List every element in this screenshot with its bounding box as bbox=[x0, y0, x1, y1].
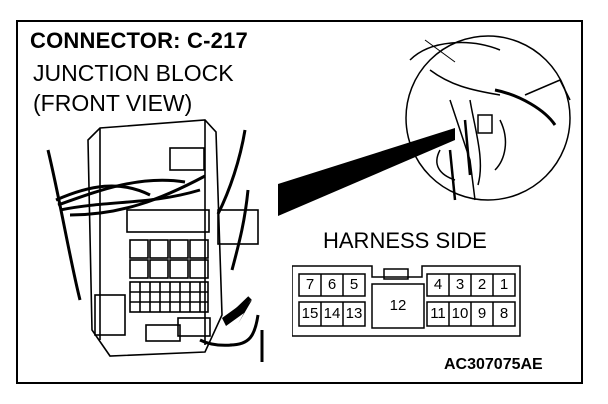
connector-title: CONNECTOR: C-217 bbox=[30, 28, 248, 53]
pin-7: 7 bbox=[305, 276, 315, 293]
pin-13: 13 bbox=[345, 305, 363, 322]
pin-2: 2 bbox=[477, 276, 487, 293]
pin-8: 8 bbox=[499, 305, 509, 322]
subtitle-line-2: (FRONT VIEW) bbox=[33, 90, 193, 116]
connector-outline bbox=[292, 265, 521, 337]
figure-frame bbox=[16, 20, 583, 384]
dashboard-drawing bbox=[405, 35, 571, 201]
projection-wedge bbox=[278, 128, 455, 216]
subtitle-line-1: JUNCTION BLOCK bbox=[33, 60, 234, 86]
pin-11: 11 bbox=[430, 305, 446, 322]
pin-14: 14 bbox=[323, 305, 341, 322]
connector-face: 7 6 5 15 14 13 12 4 3 2 1 11 10 9 8 bbox=[292, 264, 522, 338]
pointer-arrow bbox=[222, 296, 252, 326]
junction-block-drawing bbox=[87, 119, 259, 357]
pin-6: 6 bbox=[327, 276, 337, 293]
pin-3: 3 bbox=[455, 276, 465, 293]
harness-side-label: HARNESS SIDE bbox=[323, 228, 487, 253]
pin-9: 9 bbox=[477, 305, 487, 322]
pin-4: 4 bbox=[433, 276, 443, 293]
harness-wires bbox=[46, 129, 264, 362]
pin-10: 10 bbox=[451, 305, 469, 322]
pin-15: 15 bbox=[301, 305, 319, 322]
pin-1: 1 bbox=[499, 276, 509, 293]
pin-5: 5 bbox=[349, 276, 359, 293]
figure-code: AC307075AE bbox=[444, 356, 543, 373]
pin-12: 12 bbox=[389, 297, 407, 314]
